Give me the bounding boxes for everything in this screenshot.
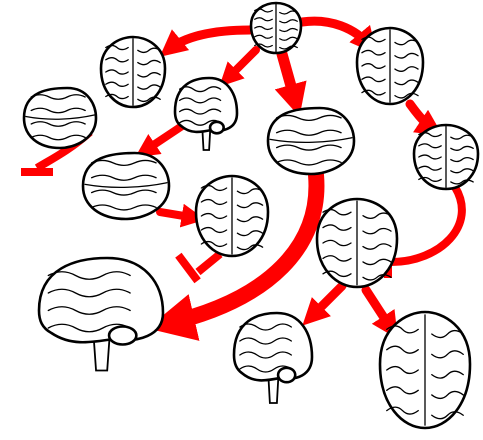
brain-icon-left xyxy=(24,88,96,148)
brain-icon-center xyxy=(268,108,354,174)
brain-icon-upper-left xyxy=(101,37,165,107)
brain-icon-center-small xyxy=(175,78,237,150)
brain-icon-big-side xyxy=(39,258,163,371)
brain-icon-bottom-mid xyxy=(234,313,312,403)
brain-icon-mid-left xyxy=(83,153,169,219)
brain-icon-right xyxy=(414,125,478,189)
brain-icon-bottom-right xyxy=(380,312,470,428)
brain-icon-upper-right xyxy=(357,28,423,104)
brain-icon-mid xyxy=(196,176,268,256)
brain-icon-mid-right xyxy=(317,199,397,287)
brain-icon-top xyxy=(251,3,301,53)
